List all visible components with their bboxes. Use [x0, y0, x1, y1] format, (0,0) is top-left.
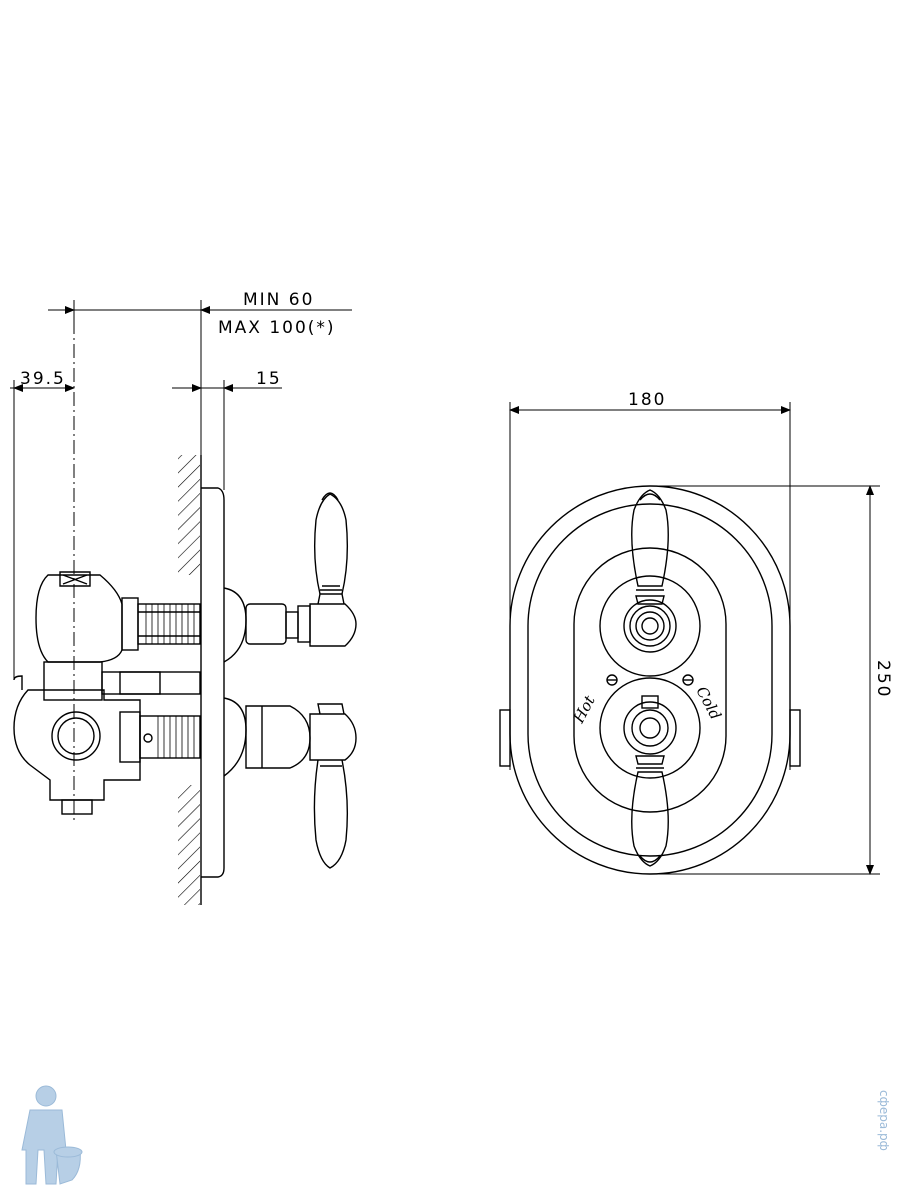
dimension-offset — [10, 380, 75, 680]
cover-plate-side — [201, 487, 225, 878]
dim-height: 250 — [873, 660, 893, 698]
dim-max-depth: MAX 100(*) — [218, 318, 336, 338]
valve-body — [13, 571, 201, 815]
plate-ring — [527, 503, 773, 857]
watermark-site: сфера.рф — [877, 1090, 891, 1151]
dim-offset: 39.5 — [20, 369, 66, 389]
front-view — [499, 402, 880, 875]
dim-plate-thickness: 15 — [256, 369, 282, 389]
plumber-logo — [21, 1085, 83, 1185]
upper-valve-front — [599, 489, 701, 677]
dimension-height — [650, 485, 880, 875]
dimension-plate — [172, 380, 282, 490]
inner-plate — [573, 547, 727, 813]
wall — [178, 455, 202, 905]
lower-valve-front — [599, 677, 701, 867]
outer-plate — [509, 485, 791, 875]
dim-min-depth: MIN 60 — [243, 290, 314, 310]
side-view — [10, 300, 357, 905]
cold-label: Cold — [692, 683, 724, 722]
dim-width: 180 — [628, 390, 666, 410]
upper-handle-side — [223, 492, 357, 663]
lower-handle-side — [223, 697, 357, 869]
